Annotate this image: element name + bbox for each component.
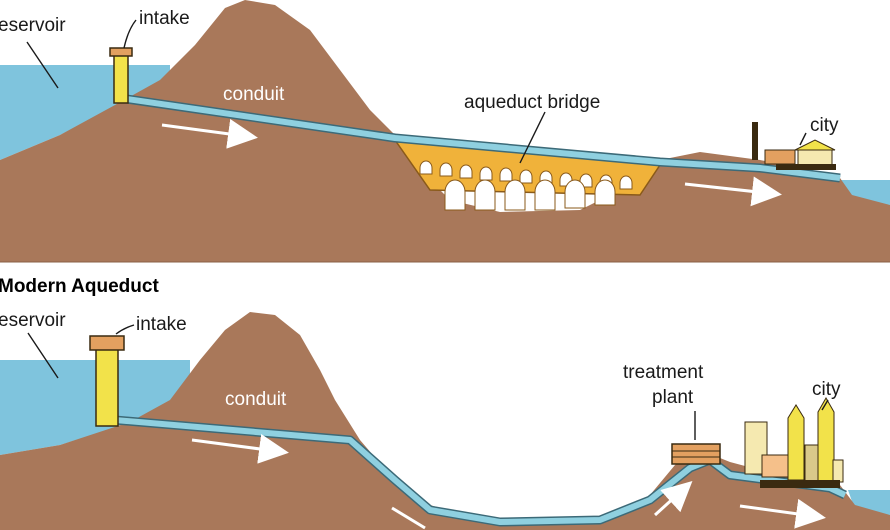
modern-intake-label: intake: [136, 314, 187, 335]
modern-flow-arrow-2: [391, 506, 426, 530]
ancient-flow-arrow-1: [161, 118, 258, 149]
modern-flow-arrow-1: [191, 433, 289, 464]
treatment-plant-label-line2: plant: [652, 387, 694, 408]
modern-aqueduct-panel: Modern Aqueduct: [0, 276, 890, 530]
ancient-city-buildings: [752, 122, 836, 170]
ancient-aqueduct-panel: eservoir intake conduit aqueduct bridge …: [0, 0, 890, 263]
modern-city-buildings: [744, 396, 844, 488]
modern-reservoir-label: eservoir: [0, 310, 66, 331]
modern-terrain: [0, 312, 890, 530]
modern-flow-arrow-4: [739, 498, 826, 529]
modern-flow-arrow-3: [653, 480, 693, 517]
treatment-plant: [671, 443, 721, 465]
ancient-terrain: [0, 0, 890, 262]
modern-conduit-label: conduit: [225, 389, 287, 410]
modern-aqueduct-title: Modern Aqueduct: [0, 276, 159, 297]
ancient-intake-tower: [109, 47, 133, 104]
treatment-plant-label-line1: treatment: [623, 362, 704, 383]
ancient-flow-arrow-2: [684, 176, 782, 207]
modern-city-label: city: [812, 379, 841, 400]
modern-intake-tower: [89, 335, 125, 427]
ancient-bridge-label: aqueduct bridge: [464, 92, 600, 113]
modern-reservoir-water: [0, 360, 190, 455]
ancient-intake-label: intake: [139, 8, 190, 29]
ancient-reservoir-label: eservoir: [0, 15, 66, 36]
ancient-city-label: city: [810, 115, 839, 136]
aqueduct-bridge: [393, 139, 662, 211]
ancient-conduit-label: conduit: [223, 84, 285, 105]
